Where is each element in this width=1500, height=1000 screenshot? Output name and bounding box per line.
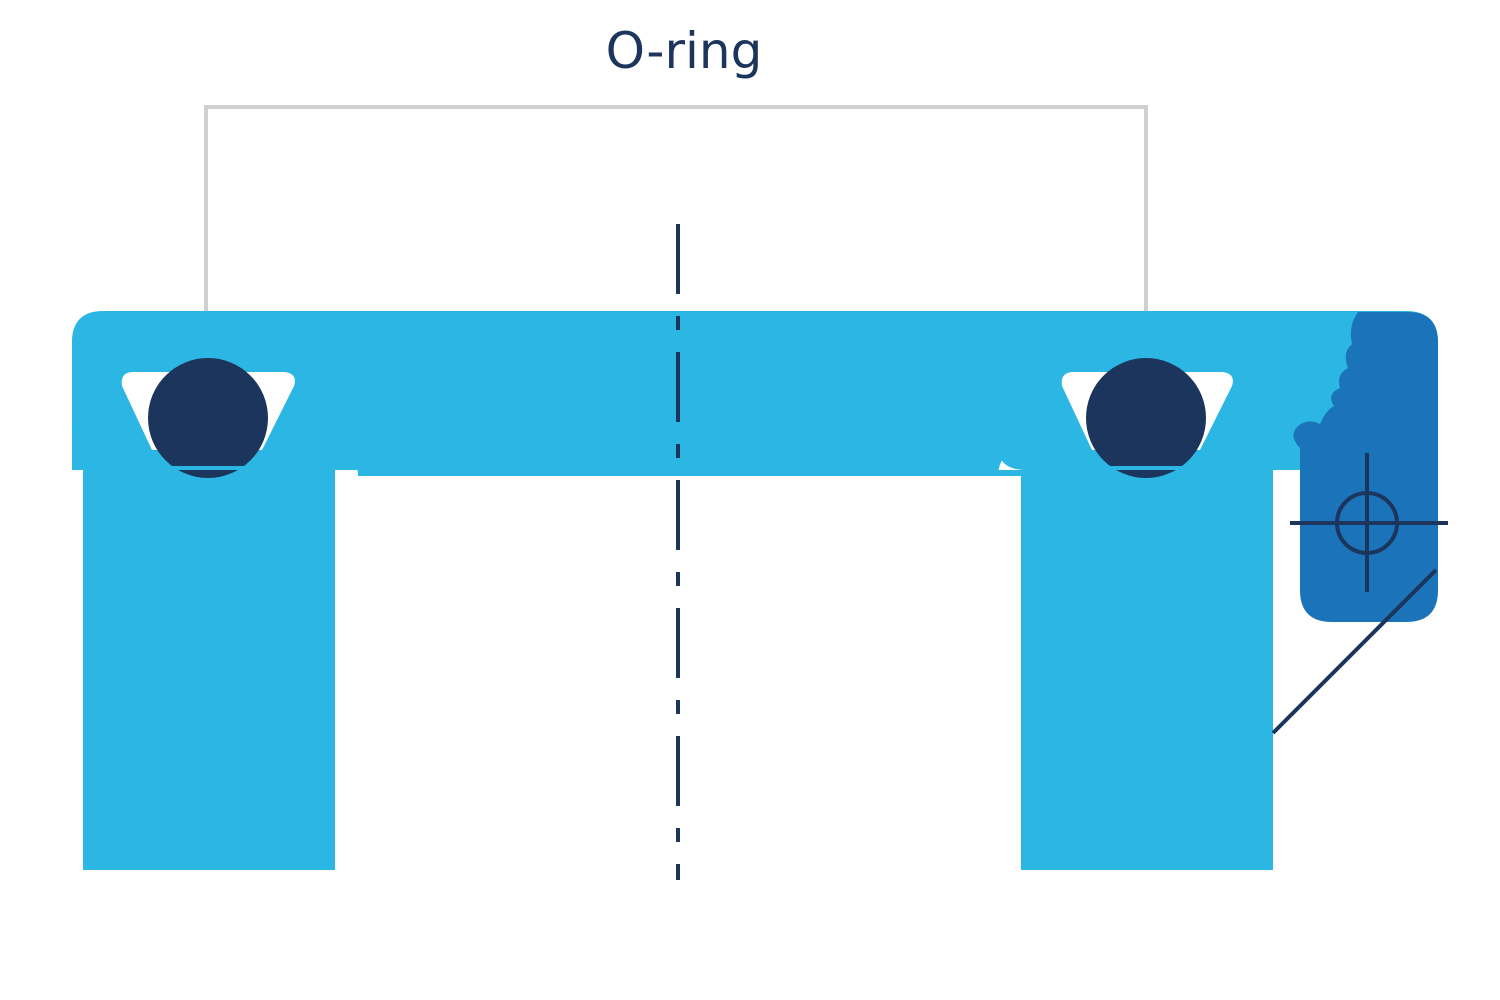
left-o-ring <box>148 358 268 478</box>
leader-bracket-line <box>204 105 1148 338</box>
right-lower-block <box>1021 470 1273 870</box>
left-lower-block <box>83 470 335 870</box>
right-o-ring <box>1086 358 1206 478</box>
clamp-leader-line <box>1271 568 1438 735</box>
right-groove-floor <box>1088 466 1206 470</box>
o-ring-label: O-ring <box>606 22 763 80</box>
left-groove-floor <box>150 466 270 470</box>
